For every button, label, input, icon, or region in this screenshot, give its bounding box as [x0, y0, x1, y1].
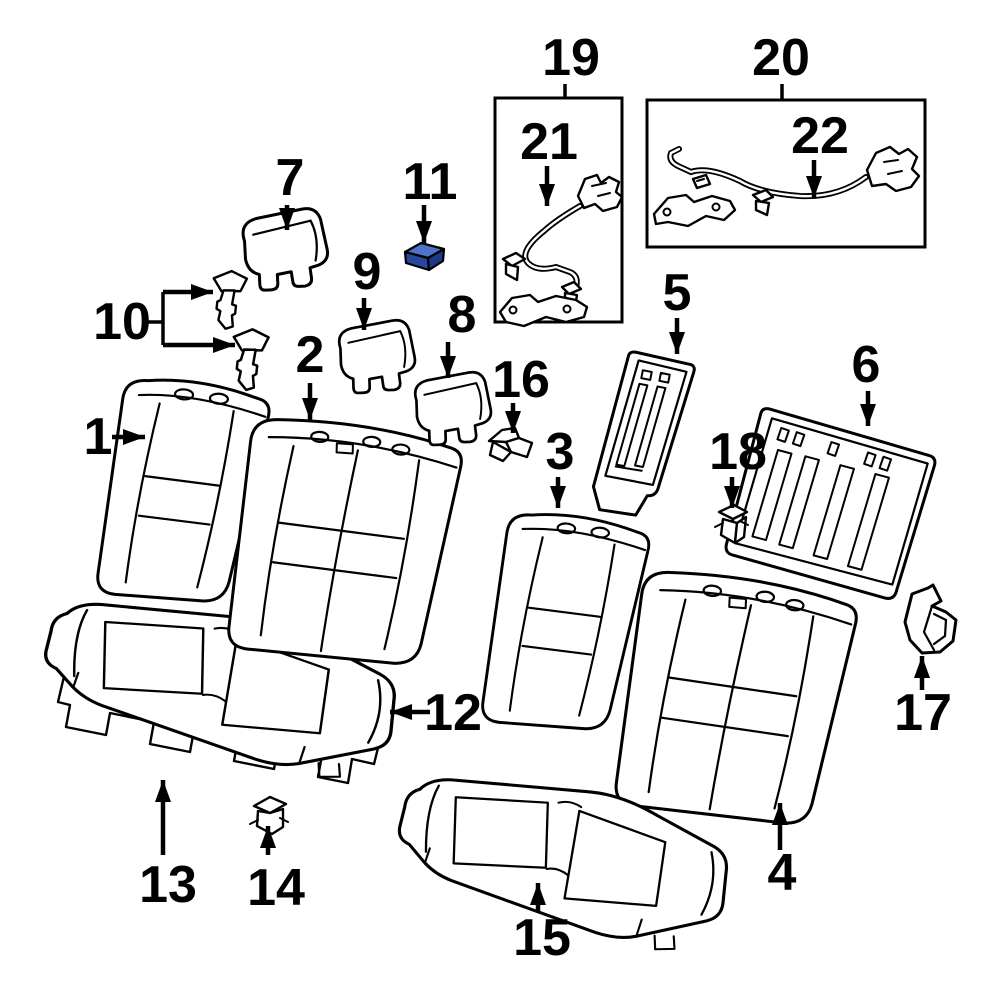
- callout-10-label: 10: [93, 293, 151, 351]
- part-14-clip: [249, 795, 289, 836]
- callout-22-label: 22: [791, 107, 849, 165]
- part-2-seat-back: [209, 404, 467, 684]
- callout-16-label: 16: [492, 351, 550, 409]
- callout-15-label: 15: [513, 909, 571, 967]
- part-9-headrest: [337, 318, 418, 395]
- part-6-seat-back-panel: [724, 407, 937, 600]
- callout-12-label: 12: [424, 684, 482, 742]
- part-17-side-bolster: [903, 583, 958, 655]
- callout-6-label: 6: [852, 336, 881, 394]
- part-22-latch-cable-assembly: [652, 145, 921, 228]
- callout-9-label: 9: [353, 243, 382, 301]
- part-16-clip: [487, 426, 534, 463]
- callout-2-label: 2: [296, 326, 325, 384]
- callout-3-label: 3: [546, 423, 575, 481]
- part-18-clip: [714, 503, 749, 545]
- callout-20-label: 20: [752, 29, 810, 87]
- part-21-latch-cable-assembly: [498, 173, 624, 328]
- part-11-headrest-guide-cap-highlighted: [403, 241, 446, 272]
- callout-18-label: 18: [709, 423, 767, 481]
- part-8-headrest: [413, 370, 494, 447]
- callout-19-label: 19: [542, 29, 600, 87]
- callout-1-label: 1: [84, 408, 113, 466]
- callout-17-label: 17: [894, 684, 952, 742]
- callout-8-label: 8: [448, 286, 477, 344]
- callout-7-label: 7: [276, 149, 305, 207]
- callout-11-label: 11: [403, 153, 458, 211]
- callout-14-label: 14: [247, 859, 305, 917]
- callout-4-label: 4: [768, 844, 797, 902]
- part-5-seat-back-panel: [591, 350, 696, 517]
- callout-21-label: 21: [520, 113, 578, 171]
- callout-13-label: 13: [139, 856, 197, 914]
- part-3-seat-back: [466, 500, 654, 747]
- part-11-side-face: [426, 247, 446, 272]
- callout-5-label: 5: [663, 264, 692, 322]
